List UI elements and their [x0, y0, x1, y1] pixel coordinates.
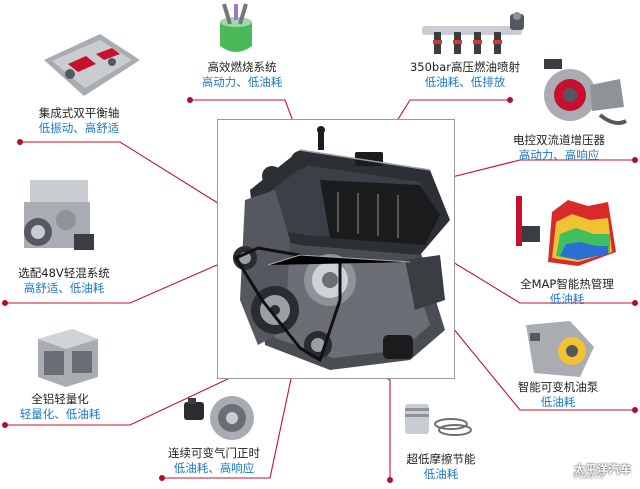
- mild-hybrid-engine-thumbnail: [24, 180, 94, 250]
- callout-title: 超低摩擦节能: [406, 452, 476, 466]
- leader-oil-pump: [429, 299, 635, 411]
- callout-injection: 350bar高压燃油喷射 低油耗、低排放: [400, 60, 530, 90]
- leader-dot: [387, 477, 393, 483]
- leader-dot: [2, 300, 8, 306]
- callout-benefit: 低油耗、低排放: [424, 75, 506, 89]
- callout-title: 连续可变气门正时: [168, 446, 260, 460]
- leader-dot: [632, 157, 638, 163]
- callout-title: 350bar高压燃油喷射: [409, 60, 521, 74]
- callout-benefit: 低油耗: [540, 395, 576, 409]
- callout-thermal: 全MAP智能热管理 低油耗: [512, 277, 622, 307]
- leader-thermal: [424, 244, 635, 304]
- leader-balance-shaft: [20, 141, 246, 221]
- pcauto-watermark: 太平洋汽车 PCAUTO: [556, 460, 636, 484]
- callout-title: 集成式双平衡轴: [38, 106, 120, 120]
- vvt-phaser-thumbnail: [184, 396, 254, 440]
- leader-mild-hybrid: [5, 257, 234, 304]
- balance-shaft-thumbnail: [44, 34, 140, 96]
- callout-turbocharger: 电控双流道增压器 高动力、高响应: [500, 133, 618, 163]
- callout-title: 选配48V轻混系统: [18, 266, 110, 280]
- callout-benefit: 轻量化、低油耗: [19, 407, 101, 421]
- callout-benefit: 低油耗: [549, 292, 585, 306]
- watermark-sub: PCAUTO: [574, 473, 605, 480]
- thermal-map-thumbnail: [508, 192, 620, 272]
- leader-dot: [632, 407, 638, 413]
- aluminum-block-thumbnail: [38, 329, 98, 387]
- oil-pump-thumbnail: [526, 321, 594, 377]
- leader-dot: [632, 300, 638, 306]
- leader-dot: [507, 97, 513, 103]
- piston-rings-thumbnail: [405, 404, 472, 436]
- leader-dot: [187, 97, 193, 103]
- callout-title: 电控双流道增压器: [513, 133, 605, 147]
- callout-benefit: 高舒适、低油耗: [23, 281, 105, 295]
- leader-vvt: [162, 359, 296, 479]
- pcauto-logo-icon: [557, 462, 570, 476]
- callout-vvt: 连续可变气门正时 低油耗、高响应: [160, 446, 268, 476]
- callout-friction: 超低摩擦节能 低油耗: [392, 452, 490, 482]
- callout-benefit: 高动力、高响应: [518, 148, 600, 162]
- combustion-system-thumbnail: [220, 3, 252, 52]
- callout-aluminum: 全铝轻量化 轻量化、低油耗: [10, 392, 110, 422]
- callout-title: 智能可变机油泵: [517, 380, 599, 394]
- callout-benefit: 低油耗、高响应: [173, 461, 255, 475]
- watermark-text: 太平洋汽车: [574, 463, 632, 476]
- callout-combustion: 高效燃烧系统 高动力、低油耗: [194, 60, 290, 90]
- turbocharger-thumbnail: [544, 59, 627, 125]
- callout-title: 全MAP智能热管理: [520, 277, 614, 291]
- callout-oil-pump: 智能可变机油泵 低油耗: [508, 380, 608, 410]
- callout-benefit: 高动力、低油耗: [201, 75, 283, 89]
- leader-dot: [17, 139, 23, 145]
- callout-mild-hybrid: 选配48V轻混系统 高舒适、低油耗: [8, 266, 120, 296]
- callout-balance-shaft: 集成式双平衡轴 低振动、高舒适: [24, 106, 134, 136]
- callout-title: 高效燃烧系统: [207, 60, 277, 74]
- callout-benefit: 低振动、高舒适: [38, 121, 120, 135]
- leader-dot: [159, 475, 165, 481]
- callout-benefit: 低油耗: [423, 467, 459, 481]
- fuel-injector-thumbnail: [422, 12, 524, 54]
- leader-turbocharger: [439, 159, 635, 181]
- leader-dot: [2, 422, 8, 428]
- callout-title: 全铝轻量化: [31, 392, 89, 406]
